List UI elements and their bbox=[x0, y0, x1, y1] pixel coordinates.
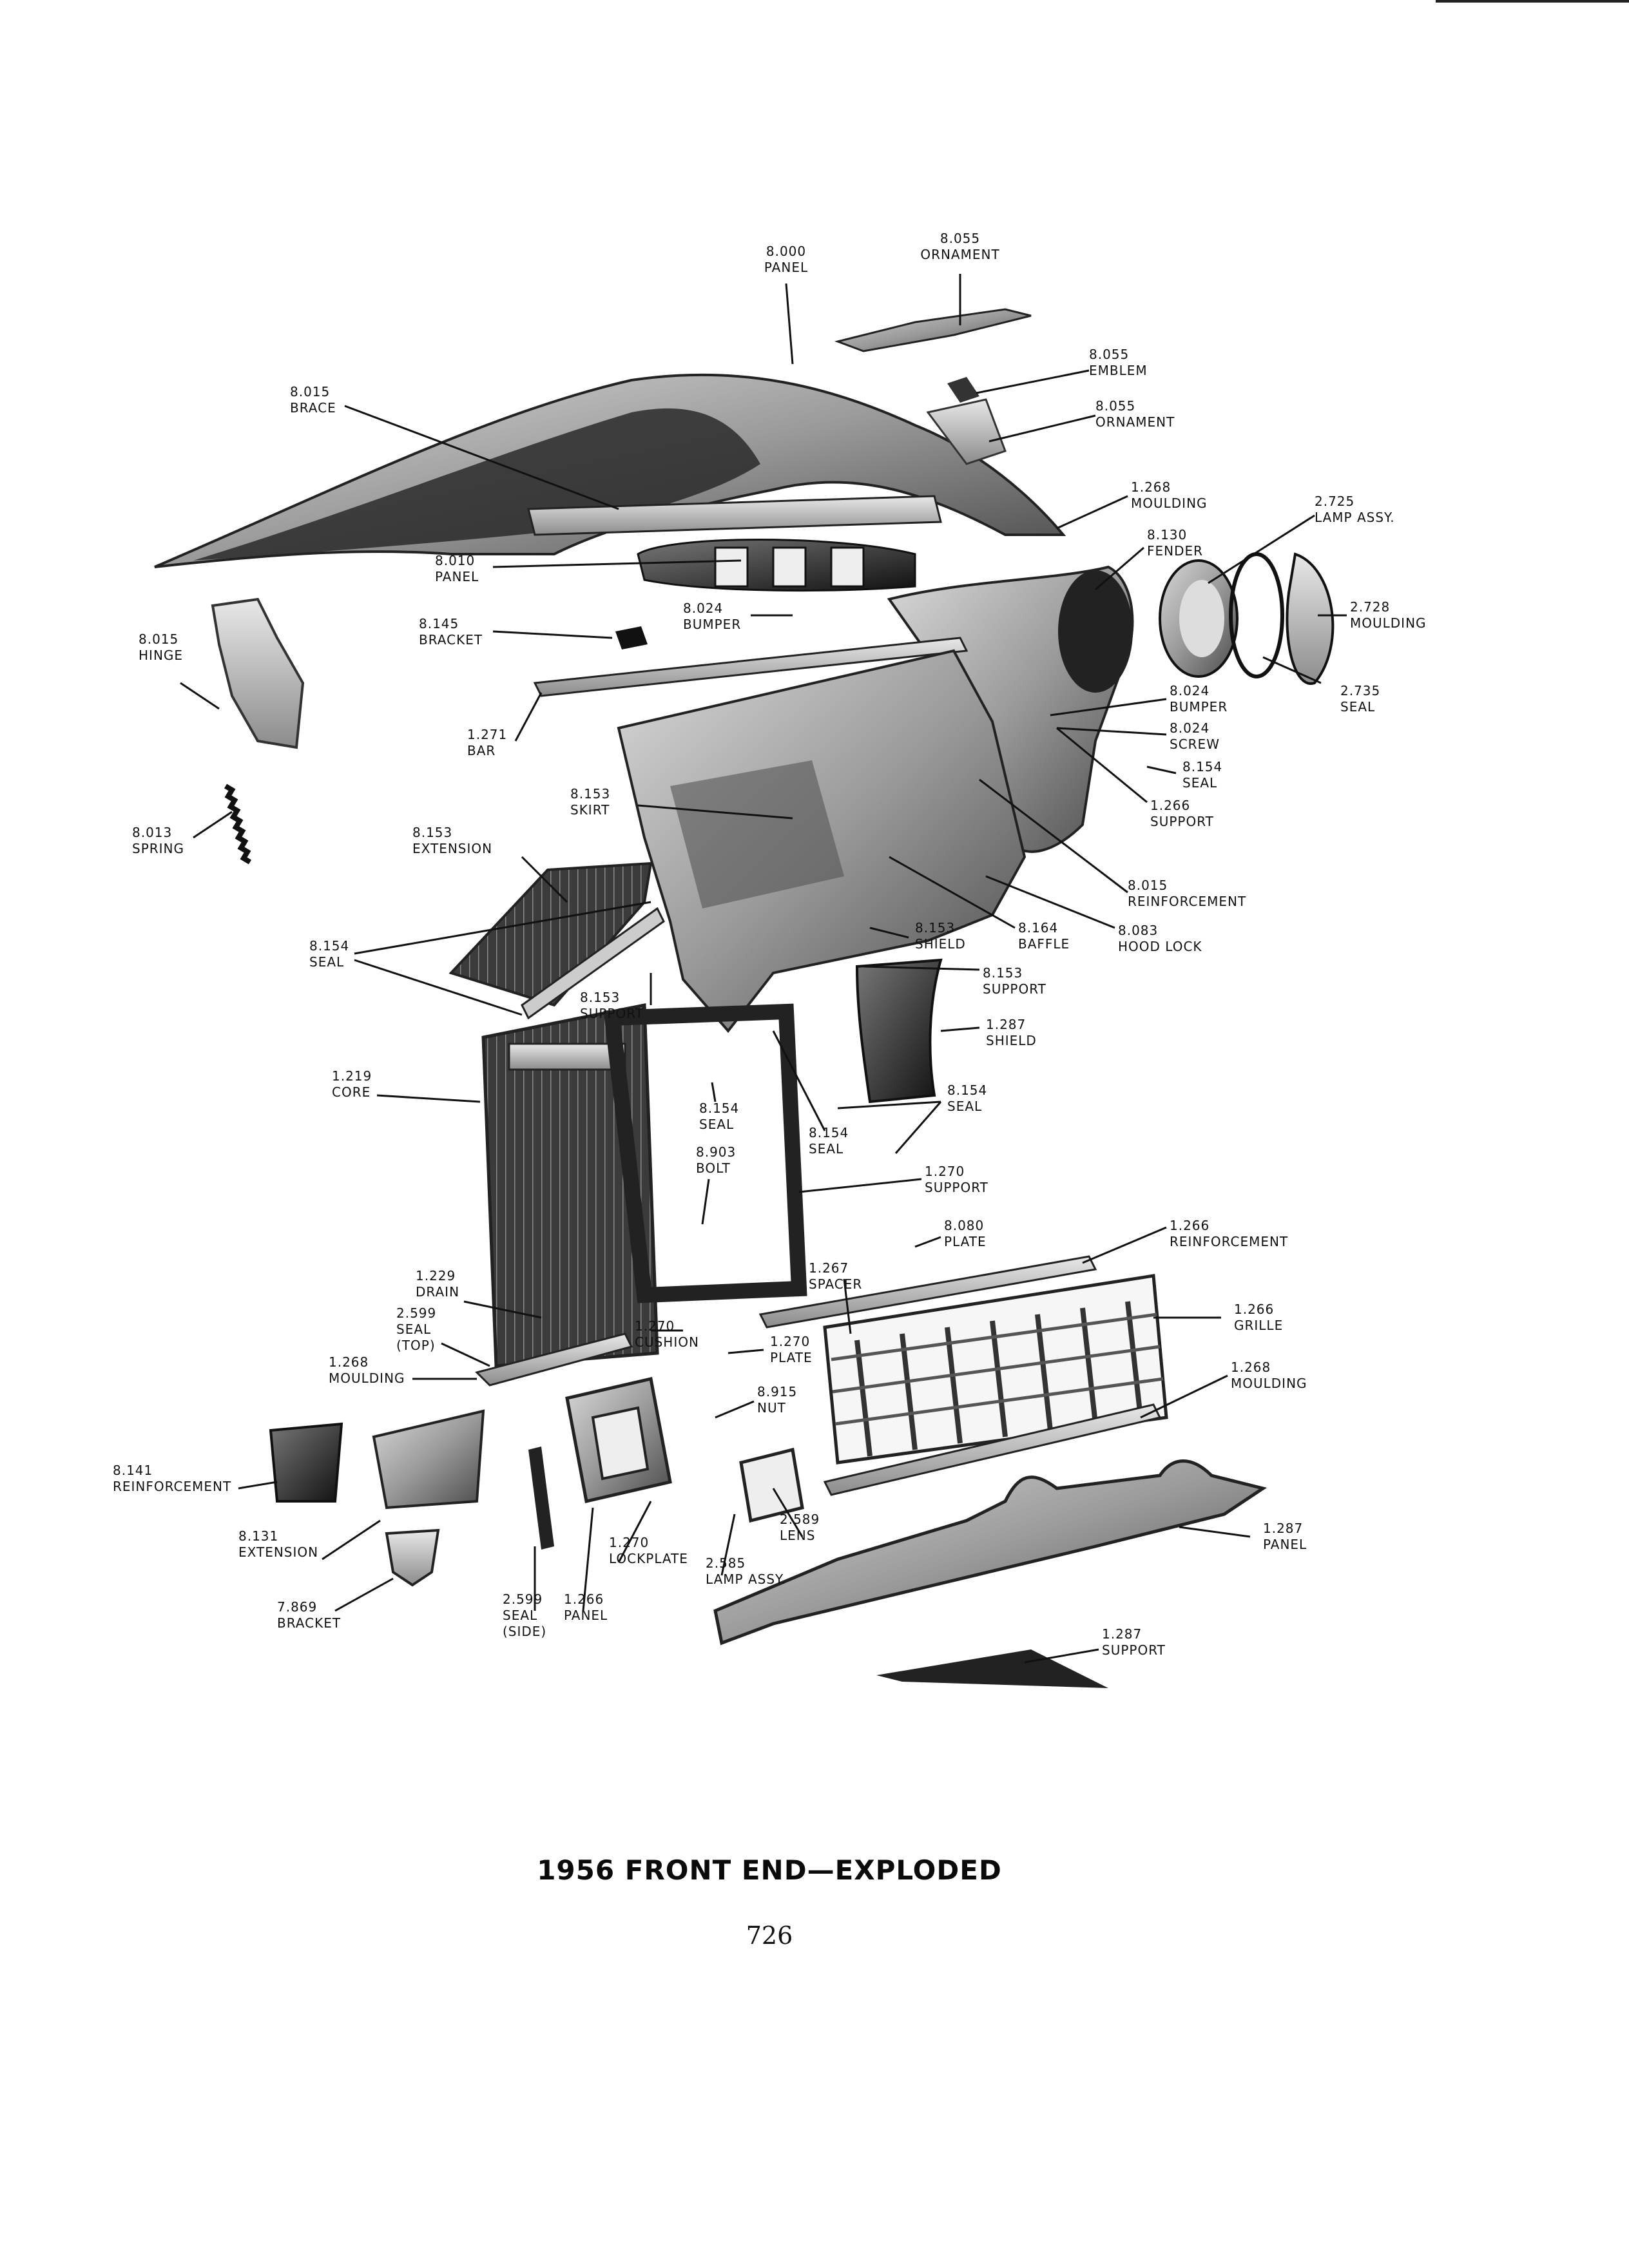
lower-valance-panel bbox=[713, 1459, 1268, 1646]
radiator-bar bbox=[533, 637, 969, 697]
seal-strip bbox=[521, 907, 665, 1020]
hood-spring bbox=[224, 783, 252, 865]
headlamp-moulding bbox=[1286, 552, 1335, 685]
parking-lamp bbox=[739, 1447, 804, 1523]
side-ornament bbox=[926, 398, 1007, 465]
leader-lines bbox=[180, 274, 1347, 1664]
hood-emblem bbox=[947, 377, 979, 403]
hood-inner-panel bbox=[637, 539, 916, 592]
page-number: 726 bbox=[746, 1921, 793, 1950]
grille-reinforcement bbox=[758, 1255, 1097, 1329]
upper-left-moulding bbox=[475, 1332, 633, 1387]
side-seal bbox=[528, 1446, 554, 1550]
scan-edge-line bbox=[1436, 0, 1629, 3]
extension-8131 bbox=[372, 1409, 485, 1510]
parking-lamp-housing bbox=[565, 1376, 672, 1504]
fender-shield bbox=[855, 958, 943, 1104]
lower-support bbox=[876, 1649, 1108, 1688]
headlamp bbox=[1159, 559, 1239, 678]
lower-moulding bbox=[823, 1403, 1162, 1496]
grille bbox=[823, 1274, 1168, 1465]
headlamp-seal-ring bbox=[1229, 552, 1284, 678]
reinforcement-8141 bbox=[269, 1422, 343, 1503]
radiator-support bbox=[603, 1003, 807, 1303]
bracket-7869 bbox=[385, 1528, 440, 1587]
hood-ornament bbox=[834, 308, 1032, 352]
page-title: 1956 FRONT END—EXPLODED bbox=[537, 1854, 1002, 1886]
hood-hinge bbox=[211, 597, 305, 749]
fender-skirt bbox=[617, 649, 1027, 1033]
bracket-8145 bbox=[615, 626, 648, 649]
hood-panel bbox=[154, 373, 1066, 568]
